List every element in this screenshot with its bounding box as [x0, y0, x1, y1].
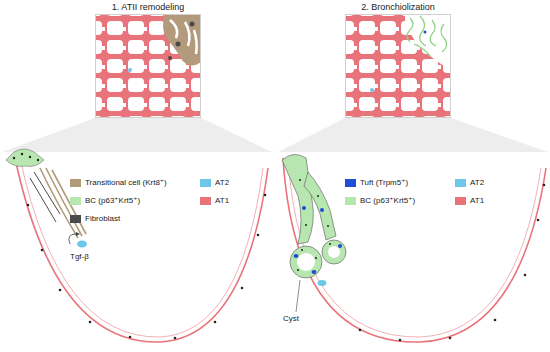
legend-entry: AT1	[200, 196, 229, 206]
legend-swatch	[345, 179, 356, 187]
legend-text: Fibroblast	[85, 214, 120, 224]
tissue-panel	[345, 14, 451, 118]
legend-swatch	[200, 197, 211, 205]
legend-entry: BC (p63⁺Krt5⁺)	[345, 196, 415, 206]
legend-text: AT2	[470, 178, 484, 188]
bronchiolized-tubes	[282, 154, 346, 278]
nuclei	[27, 194, 267, 340]
alveolar-wall	[15, 158, 268, 342]
legend-swatch	[70, 197, 81, 205]
legend-text: AT1	[215, 196, 229, 206]
annotation-label: Cyst	[283, 314, 299, 324]
legend-text: BC (p63⁺Krt5⁺)	[85, 196, 140, 206]
zoom-panel: 2. Bronchiolization	[345, 14, 451, 118]
transitional-cells	[40, 168, 86, 238]
legend-text: AT2	[215, 178, 229, 188]
legend-entry: Tuft (Trpm5⁺)	[345, 178, 408, 188]
legend-swatch	[70, 215, 81, 223]
tissue-panel	[95, 14, 201, 118]
legend-swatch	[70, 179, 81, 187]
panel-title: 1. ATII remodeling	[112, 2, 184, 13]
legend-entry: BC (p63⁺Krt5⁺)	[70, 196, 140, 206]
legend-entry: Fibroblast	[70, 214, 120, 224]
fibroblasts	[30, 172, 60, 222]
legend-entry: AT2	[200, 178, 229, 188]
legend-entry: AT2	[455, 178, 484, 188]
panel-title: 2. Bronchiolization	[361, 2, 435, 13]
at2-cell	[77, 241, 87, 248]
at2-cell	[318, 280, 327, 286]
zoom-panel: 1. ATII remodeling	[95, 14, 201, 118]
annotation-label: Tgf-β	[70, 252, 89, 262]
zoom-fan	[278, 118, 548, 152]
legend-entry: AT1	[455, 196, 484, 206]
legend-swatch	[455, 179, 466, 187]
legend-text: Transitional cell (Krt8⁺)	[85, 178, 167, 188]
legend-swatch	[345, 197, 356, 205]
legend-text: Tuft (Trpm5⁺)	[360, 178, 408, 188]
zoom-fan	[2, 118, 272, 152]
leader-line	[296, 280, 300, 312]
alveolar-wall	[20, 158, 263, 337]
legend-entry: Transitional cell (Krt8⁺)	[70, 178, 167, 188]
airway	[6, 149, 44, 166]
alveolar-wall	[288, 158, 541, 337]
legend-swatch	[455, 197, 466, 205]
legend-text: BC (p63⁺Krt5⁺)	[360, 196, 415, 206]
signal-arrow	[69, 234, 76, 244]
legend-text: AT1	[470, 196, 484, 206]
tuft-cells	[294, 206, 343, 274]
alveolar-wall	[283, 158, 546, 342]
legend-swatch	[200, 179, 211, 187]
